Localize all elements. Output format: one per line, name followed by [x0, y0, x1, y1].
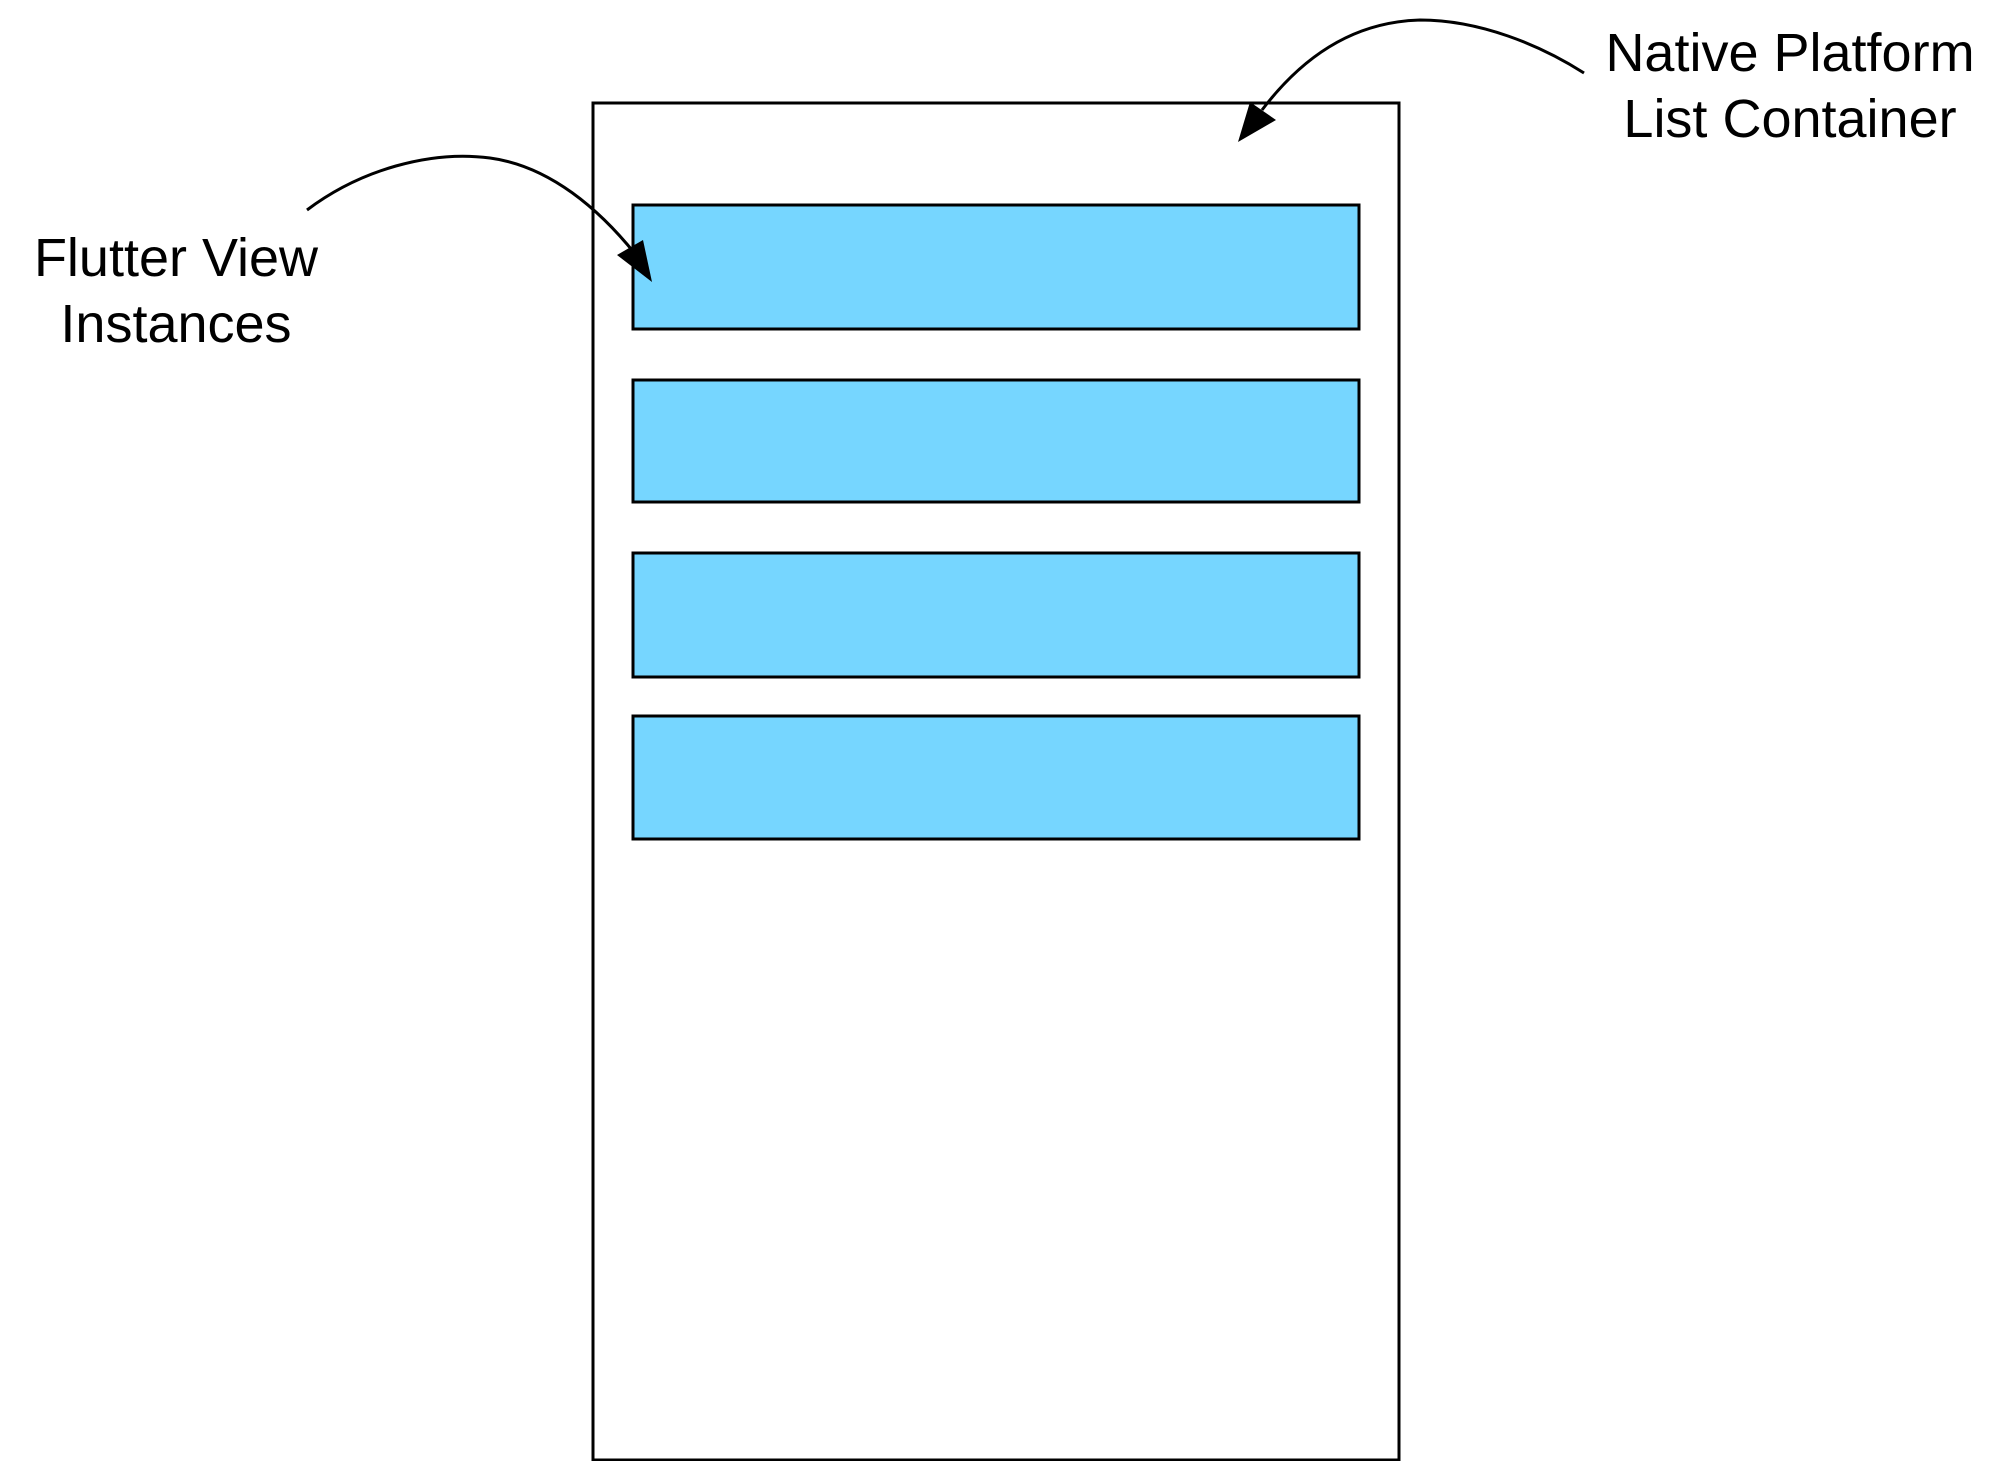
flutter-view-1 [631, 203, 1361, 331]
flutter-arrow-line [306, 154, 638, 256]
flutter-view-3 [631, 551, 1361, 679]
native-arrow-head [1238, 102, 1276, 142]
flutter-view-instances-label: Flutter View Instances [0, 225, 352, 357]
flutter-arrow-head [617, 240, 652, 282]
native-platform-list-container-label: Native Platform List Container [1580, 20, 2000, 152]
native-label-line-2: List Container [1623, 89, 1957, 149]
flutter-label-line-1: Flutter View [33, 228, 319, 288]
flutter-view-2 [631, 378, 1361, 504]
native-label-line-1: Native Platform [1605, 23, 1975, 83]
native-arrow-line [1260, 18, 1585, 111]
flutter-label-line-2: Instances [60, 294, 292, 354]
flutter-view-4 [631, 714, 1361, 841]
